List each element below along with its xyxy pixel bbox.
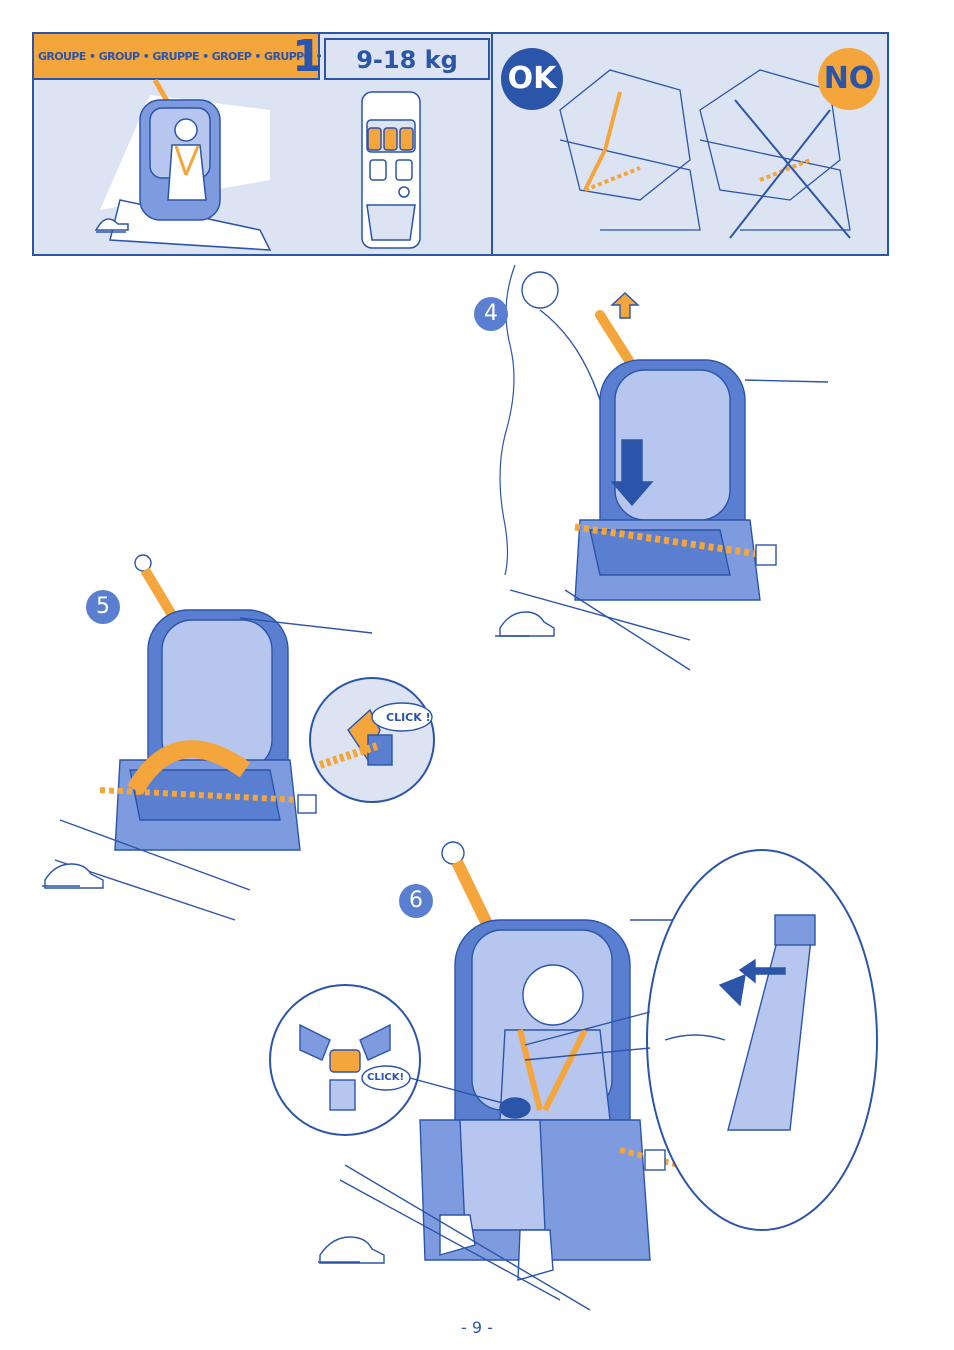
ok-belt-illustration <box>559 69 701 231</box>
header-divider <box>491 34 493 254</box>
step6-illustration <box>269 841 878 1311</box>
group-banner <box>34 34 320 80</box>
header-seat-illustration <box>94 78 272 251</box>
ok-badge: OK <box>501 48 563 110</box>
page-number: - 9 - <box>461 1318 493 1337</box>
group-number: 1 <box>292 31 323 82</box>
no-badge: NO <box>818 48 880 110</box>
click-callout-step5: CLICK ! <box>386 711 431 724</box>
step5-illustration <box>42 554 435 921</box>
step-5-number: 5 <box>86 590 120 624</box>
step4-illustration <box>495 264 829 671</box>
group-label: GROUPE • GROUP • GRUPPE • GROEP • GRUPPO… <box>38 50 367 63</box>
no-belt-illustration <box>699 69 851 239</box>
step-6-number: 6 <box>399 884 433 918</box>
weight-range: 9-18 kg <box>356 46 458 74</box>
car-top-view <box>361 91 421 249</box>
weight-box: 9-18 kg <box>324 38 490 80</box>
click-callout-step6: CLICK! <box>367 1072 405 1083</box>
step-4-number: 4 <box>474 297 508 331</box>
